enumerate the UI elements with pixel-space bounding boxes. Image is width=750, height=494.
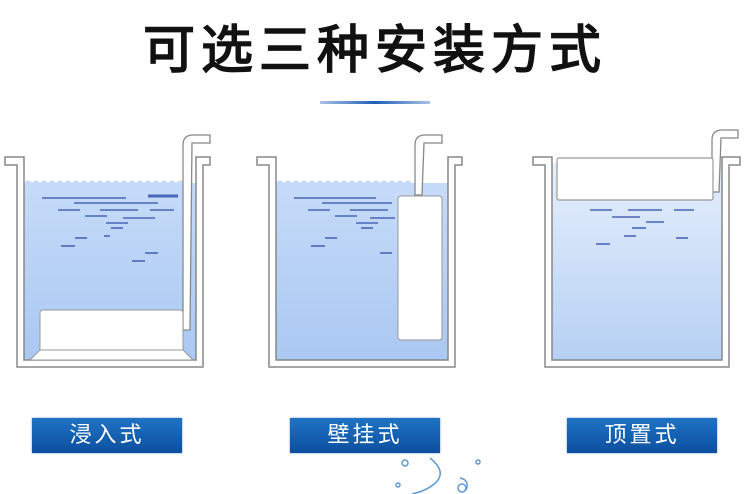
water-splash-decoration — [395, 457, 481, 494]
label-immersion: 浸入式 — [32, 418, 182, 453]
tank-top-mounted — [532, 129, 741, 368]
page-title: 可选三种安装方式 — [142, 21, 607, 81]
tank-wall-mounted — [256, 134, 463, 368]
label-top-mounted: 顶置式 — [567, 418, 717, 453]
tank-immersion — [4, 134, 211, 368]
title-divider — [320, 101, 430, 104]
label-wall-mounted: 壁挂式 — [290, 418, 440, 453]
